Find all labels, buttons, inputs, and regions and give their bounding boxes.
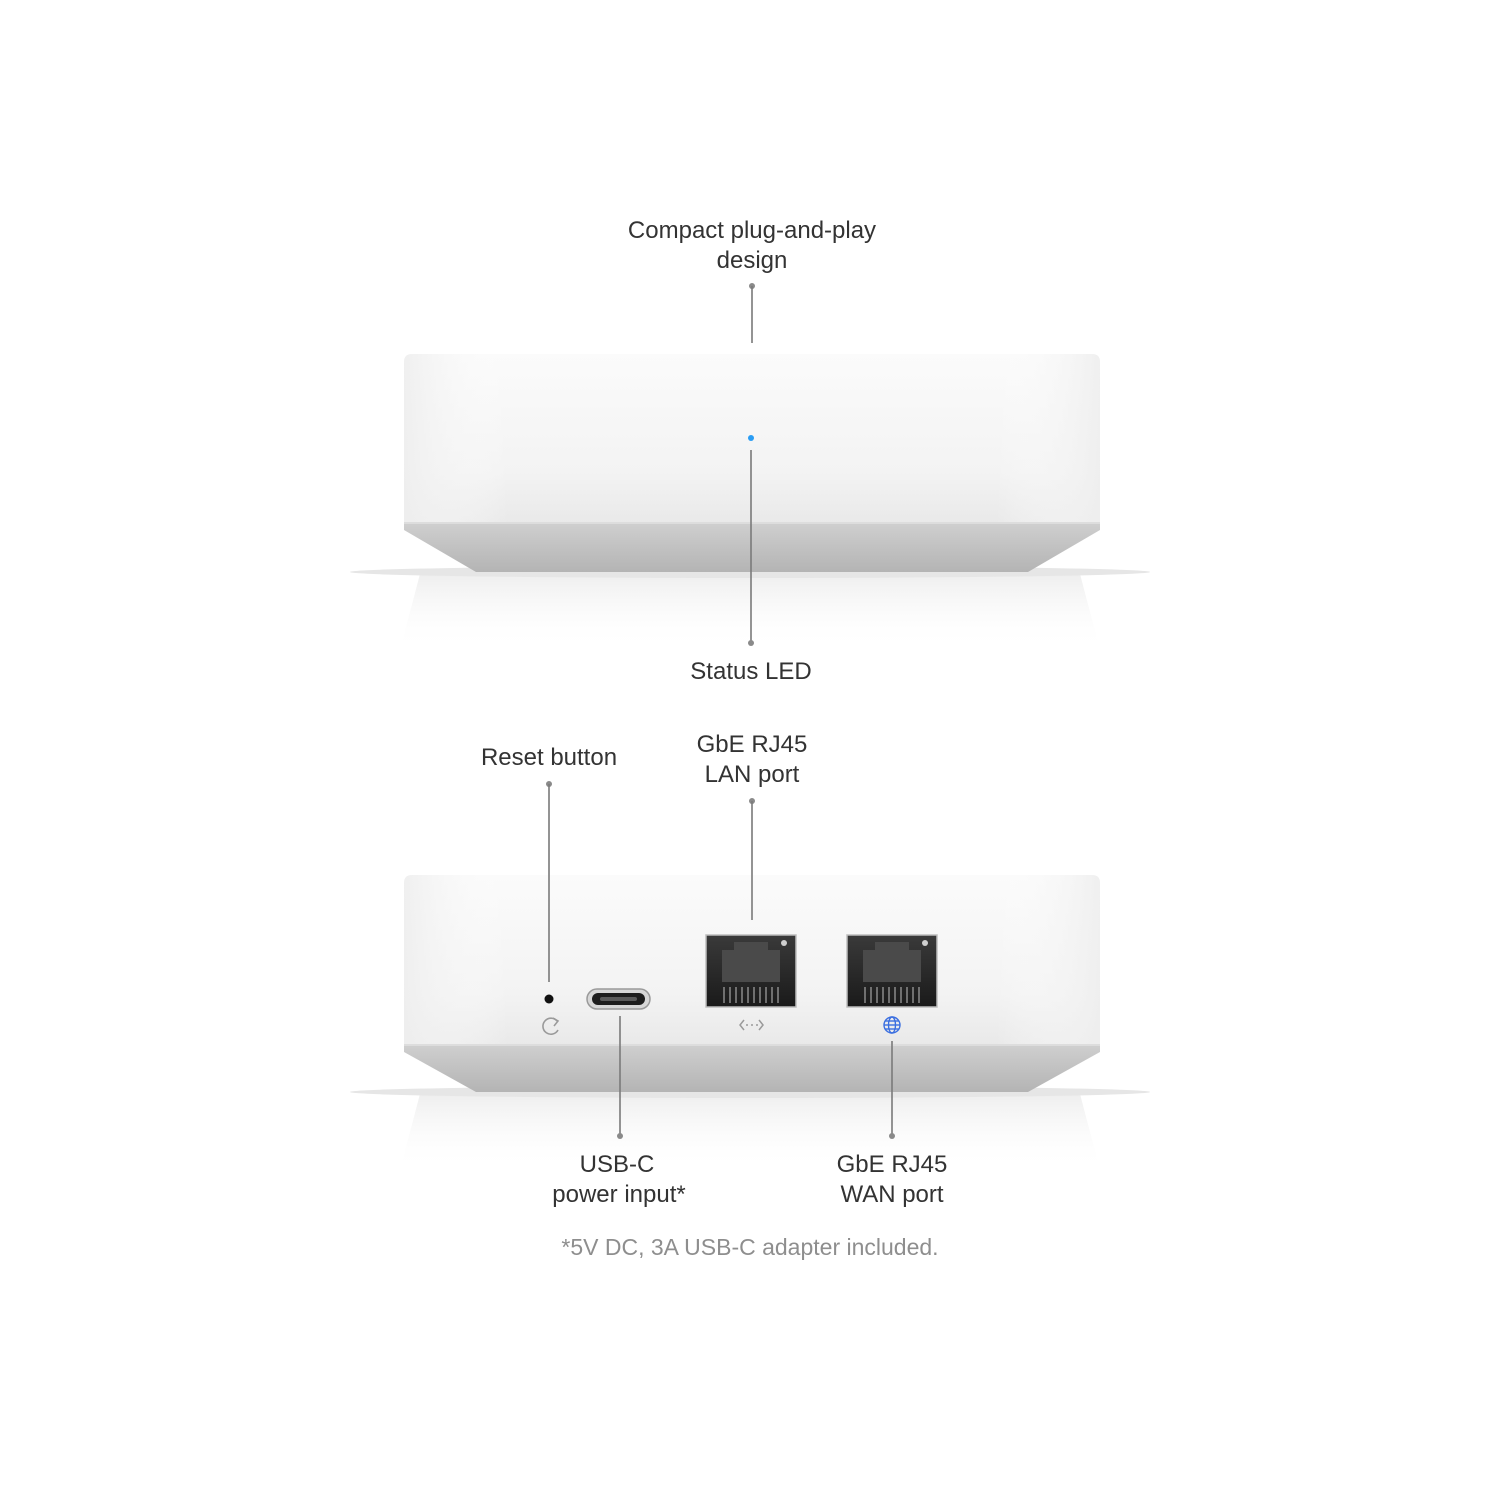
status-led-leader-dot [748, 640, 754, 646]
device-front-view [350, 354, 1150, 650]
device-rear-base [404, 1045, 1100, 1092]
status-led-label: Status LED [690, 658, 811, 685]
reset-button-label: Reset button [481, 744, 617, 771]
reset-pinhole [544, 994, 554, 1004]
device-rear-reflection [400, 1094, 1100, 1170]
device-front-base [404, 523, 1100, 572]
usbc-leader-dot [617, 1133, 623, 1139]
status-led [748, 435, 754, 441]
wan-leader-dot [889, 1133, 895, 1139]
wan-rj45-port [846, 934, 938, 1008]
device-front-reflection [400, 574, 1100, 650]
refresh-icon [542, 1017, 560, 1036]
wan-port-label-line2: WAN port [840, 1181, 943, 1208]
usb-c-port [586, 988, 651, 1010]
lan-port-label: GbE RJ45 [697, 731, 808, 758]
double-arrow-icon [739, 1019, 764, 1031]
usbc-power-label-line2: power input* [552, 1181, 685, 1208]
power-adapter-footnote: *5V DC, 3A USB-C adapter included. [561, 1234, 938, 1260]
globe-icon [883, 1016, 901, 1034]
compact-design-label-line2: design [717, 247, 788, 274]
lan-port-label-line2: LAN port [705, 761, 800, 788]
usbc-power-label: USB-C [580, 1151, 655, 1178]
compact-design-label: Compact plug-and-play [628, 217, 876, 244]
device-rear-view [350, 875, 1150, 1170]
wan-port-label: GbE RJ45 [837, 1151, 948, 1178]
lan-rj45-port [705, 934, 797, 1008]
